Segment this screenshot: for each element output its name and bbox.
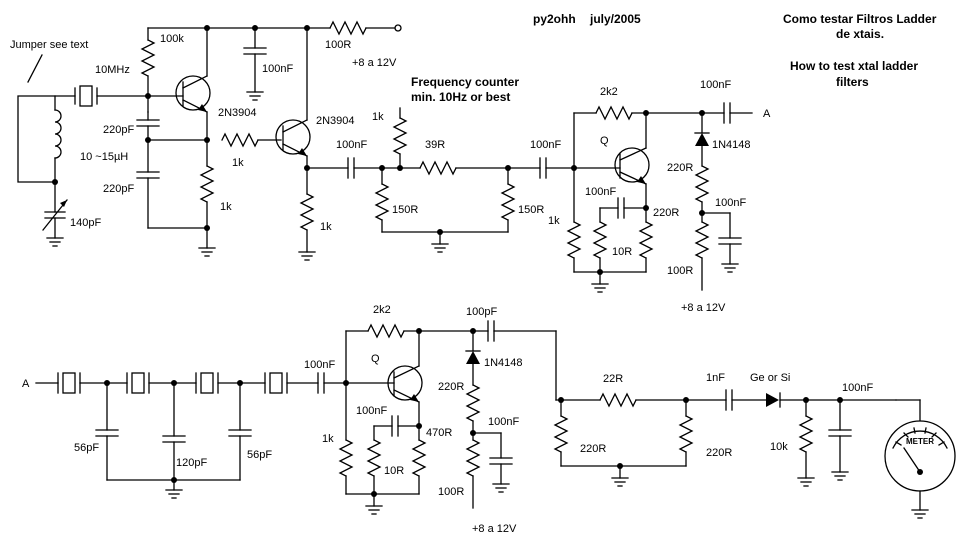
amp2-feedback-resistor-value: 2k2	[373, 304, 391, 316]
amp1-transistor	[614, 147, 650, 183]
coil-value: 10 ~15µH	[80, 151, 128, 163]
amp1-input-cap-value: 100nF	[530, 139, 561, 151]
amp2-collector-resistor-value: 220R	[438, 381, 464, 393]
meter-icon: METER	[884, 420, 956, 492]
amp1-emitter-resistor-value: 220R	[653, 207, 679, 219]
detector-load-resistor-value: 10k	[770, 441, 788, 453]
shunt-resistor1-value: 150R	[392, 204, 418, 216]
divider-cap2-value: 220pF	[103, 183, 134, 195]
coil-symbol	[54, 109, 62, 159]
amp1-feedback-resistor-value: 2k2	[600, 86, 618, 98]
detector-diode-label: Ge or Si	[750, 372, 790, 384]
detector-filter-cap-value: 100nF	[842, 382, 873, 394]
decoupling-cap-value: 100nF	[262, 63, 293, 75]
title-en-line2: filters	[836, 75, 869, 89]
supply-label-3: +8 a 12V	[472, 523, 517, 535]
pot-resistor-value: 1k	[372, 111, 384, 123]
supply-label-2: +8 a 12V	[681, 302, 726, 314]
amp2-diode-label: 1N4148	[484, 357, 523, 369]
q2-emitter-resistor-value: 1k	[320, 221, 332, 233]
amp2-base-resistor-value: 1k	[322, 433, 334, 445]
freq-counter-note-2: min. 10Hz or best	[411, 90, 510, 104]
detector-series-resistor-value: 22R	[603, 373, 623, 385]
supply-label-1: +8 a 12V	[352, 57, 397, 69]
amp2-input-cap-value: 100nF	[304, 359, 335, 371]
amp1-diode-label: 1N4148	[712, 139, 751, 151]
amp2-emitter-resistor2-value: 10R	[384, 465, 404, 477]
title-pt-line2: de xtais.	[836, 27, 884, 41]
amp1-collector-resistor-value: 220R	[667, 162, 693, 174]
detector-shunt1-value: 220R	[580, 443, 606, 455]
detector-coupling-cap-value: 1nF	[706, 372, 725, 384]
amp2-emitter-cap-value: 100nF	[356, 405, 387, 417]
amp2-output-cap-value: 100pF	[466, 306, 497, 318]
ladder-filter-section: A 56pF 120pF	[22, 372, 319, 499]
filter-input-label: A	[22, 378, 30, 390]
q1-label: 2N3904	[218, 107, 257, 119]
q2-label: 2N3904	[316, 115, 355, 127]
amp1-supply-resistor-value: 100R	[667, 265, 693, 277]
date-label: july/2005	[589, 12, 641, 26]
base-resistor-value: 1k	[232, 157, 244, 169]
amp2-section: 100nF 2k2 Q 100pF 1N4148 220R	[304, 304, 557, 535]
amp1-q-label: Q	[600, 135, 609, 147]
trimmer-value: 140pF	[70, 217, 101, 229]
title-en-line1: How to test xtal ladder	[790, 59, 918, 73]
amp1-output-label: A	[763, 108, 771, 120]
amp1-emitter-cap-value: 100nF	[585, 186, 616, 198]
q1-transistor	[175, 75, 211, 111]
amp2-supply-resistor-value: 100R	[438, 486, 464, 498]
jumper-note: Jumper see text	[10, 39, 88, 51]
series-resistor-value: 39R	[425, 139, 445, 151]
amp1-section: 100nF 2k2 Q 100nF A 1N4148 220R	[530, 79, 771, 314]
amp1-output-cap-value: 100nF	[700, 79, 731, 91]
amp1-emitter-resistor2-value: 10R	[612, 246, 632, 258]
amp2-decoupling-cap-value: 100nF	[488, 416, 519, 428]
amp1-decoupling-cap-value: 100nF	[715, 197, 746, 209]
detector-shunt2-value: 220R	[706, 447, 732, 459]
supply-resistor-value: 100R	[325, 39, 351, 51]
emitter-resistor-value: 1k	[220, 201, 232, 213]
crystal-value: 10MHz	[95, 64, 130, 76]
amp1-base-resistor-value: 1k	[548, 215, 560, 227]
detector-section: 22R 220R 220R 1nF Ge or Si 10k 100nF	[554, 372, 956, 519]
attenuator-section: 100nF Frequency counter min. 10Hz or bes…	[306, 75, 544, 253]
shunt-resistor2-value: 150R	[518, 204, 544, 216]
filter-end-cap2-value: 56pF	[247, 449, 272, 461]
oscillator-section: Jumper see text 10 ~15µH 140pF 10MHz 100…	[10, 21, 402, 261]
filter-end-cap1-value: 56pF	[74, 442, 99, 454]
author-label: py2ohh	[533, 12, 576, 26]
bias-resistor-value: 100k	[160, 33, 184, 45]
filter-mid-cap-value: 120pF	[176, 457, 207, 469]
q2-transistor	[275, 119, 311, 155]
atten-input-cap-value: 100nF	[336, 139, 367, 151]
divider-cap1-value: 220pF	[103, 124, 134, 136]
amp2-transistor	[387, 365, 423, 401]
title-pt-line1: Como testar Filtros Ladder	[783, 12, 937, 26]
freq-counter-note-1: Frequency counter	[411, 75, 519, 89]
meter-label: METER	[906, 437, 934, 446]
amp2-emitter-resistor-value: 470R	[426, 427, 452, 439]
amp2-q-label: Q	[371, 353, 380, 365]
